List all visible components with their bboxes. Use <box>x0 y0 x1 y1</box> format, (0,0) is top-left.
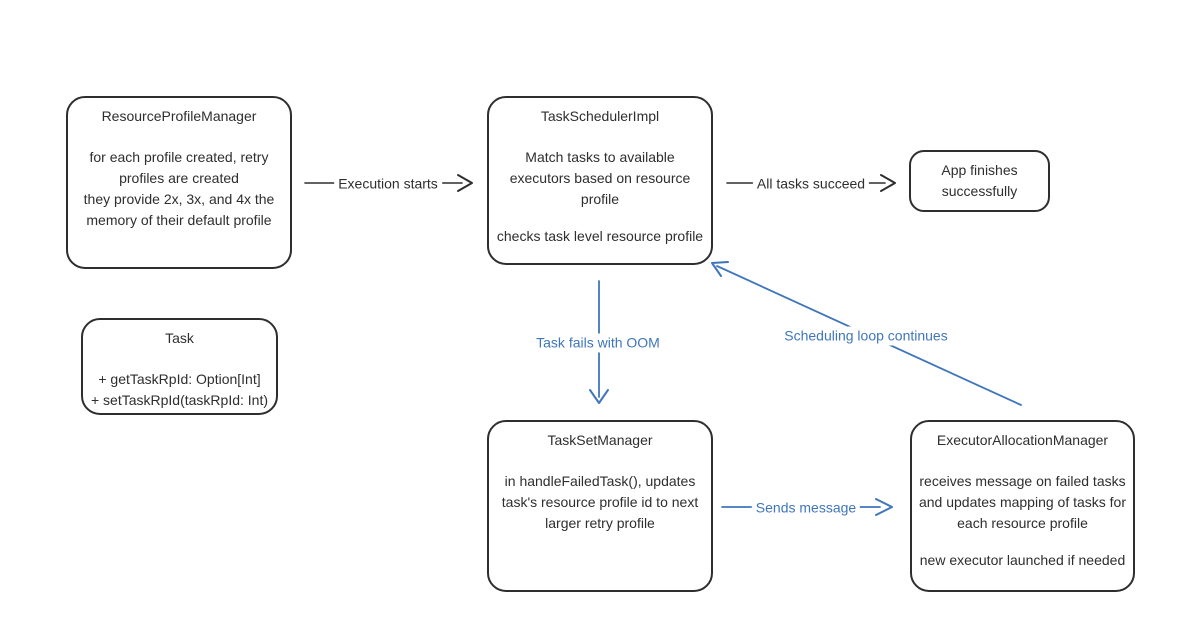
edge-sends-message-label: Sends message <box>751 498 861 518</box>
edge-scheduling-loop-label: Scheduling loop continues <box>780 326 952 346</box>
node-task-set-manager: TaskSetManager in handleFailedTask(), up… <box>487 420 713 592</box>
node-body: Match tasks to available executors based… <box>509 149 691 207</box>
node-executor-allocation-manager: ExecutorAllocationManager receives messa… <box>910 420 1135 592</box>
node-note: new executor launched if needed <box>919 552 1126 568</box>
node-task-scheduler-impl: TaskSchedulerImpl Match tasks to availab… <box>487 96 713 265</box>
node-title: ResourceProfileManager <box>101 108 257 124</box>
edge-execution-starts-arrowhead-icon <box>457 174 473 192</box>
node-task: Task + getTaskRpId: Option[Int] + setTas… <box>81 318 278 415</box>
node-title: TaskSetManager <box>547 432 653 448</box>
node-body: receives message on failed tasks and upd… <box>918 473 1127 531</box>
node-resource-profile-manager: ResourceProfileManager for each profile … <box>66 96 292 269</box>
node-title: TaskSchedulerImpl <box>540 108 660 124</box>
edge-task-fails-label: Task fails with OOM <box>532 333 664 353</box>
node-body: in handleFailedTask(), updates task's re… <box>501 473 699 531</box>
node-body: + getTaskRpId: Option[Int] + setTaskRpId… <box>90 371 269 408</box>
edge-execution-starts-label: Execution starts <box>334 174 442 194</box>
edge-scheduling-loop-arrowhead-icon <box>711 261 729 277</box>
node-title: Task <box>165 330 194 346</box>
node-body: App finishes successfully <box>941 162 1018 199</box>
node-body: for each profile created, retry profiles… <box>83 149 275 228</box>
node-note: checks task level resource profile <box>496 228 704 244</box>
edge-task-fails-arrowhead-icon <box>589 389 609 404</box>
edge-sends-message-arrowhead-icon <box>875 498 893 516</box>
edge-all-tasks-succeed-label: All tasks succeed <box>752 174 870 194</box>
edge-all-tasks-succeed-arrowhead-icon <box>880 174 896 192</box>
node-app-finishes: App finishes successfully <box>909 150 1050 212</box>
node-title: ExecutorAllocationManager <box>936 432 1109 448</box>
